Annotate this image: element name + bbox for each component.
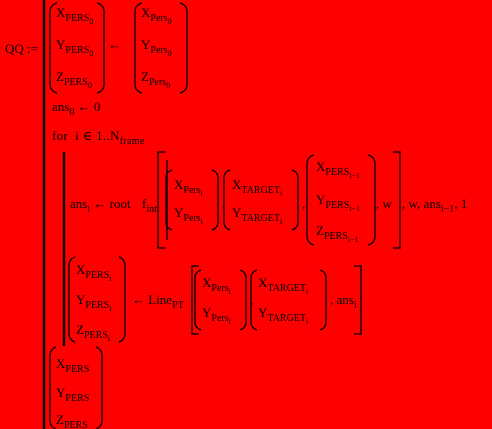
assign-arrow-1: ← bbox=[108, 37, 121, 52]
paren-left-im1 bbox=[306, 154, 315, 246]
y-pers-i: YPERSi bbox=[76, 292, 112, 313]
ans-i: ansi ← root bbox=[70, 196, 131, 215]
y-target-i-2: YTARGETi bbox=[258, 305, 309, 326]
z-pers-im1: ZPERSi−1 bbox=[316, 223, 359, 244]
x-target-i-2: XTARGETi bbox=[258, 275, 309, 296]
y-persl-i-2: YPersi bbox=[202, 305, 231, 326]
z-pers-0: ZPERS0 bbox=[56, 69, 92, 90]
args-tail-inner: , w bbox=[376, 196, 392, 211]
f-int: fint bbox=[142, 196, 157, 215]
y-pers-0: YPERS0 bbox=[56, 37, 94, 58]
paren-right-pers-i bbox=[118, 256, 126, 343]
ans-i-arg: , ansi bbox=[330, 292, 357, 311]
x-pers-i: XPERSi bbox=[76, 262, 112, 283]
y-persl-i: YPersi bbox=[174, 205, 203, 226]
paren-right-line-1 bbox=[239, 269, 247, 331]
comma-3: , bbox=[250, 292, 254, 307]
args-tail-outer: , w, ansi−1, 1 bbox=[402, 196, 468, 215]
paren-right-v1 bbox=[96, 2, 105, 94]
paren-right-line-2 bbox=[319, 269, 327, 331]
x-persl-0: XPers0 bbox=[141, 5, 172, 26]
qq-label: QQ := bbox=[5, 41, 38, 56]
paren-left-fint-1 bbox=[165, 169, 173, 231]
x-pers-im1: XPERSi−1 bbox=[316, 159, 361, 180]
comma-1: , bbox=[222, 196, 226, 211]
x-persl-i: XPersi bbox=[174, 177, 203, 198]
for-header: for i ∈ 1..Nframe bbox=[52, 128, 145, 147]
paren-right-result bbox=[95, 346, 103, 429]
paren-right-fint-2 bbox=[291, 169, 299, 231]
ans-init: ans0 ← 0 bbox=[52, 99, 101, 118]
y-pers-im1: YPERSi−1 bbox=[316, 192, 361, 213]
z-persl-0: ZPers0 bbox=[141, 69, 171, 90]
y-target-i: YTARGETi bbox=[232, 205, 283, 226]
bracket-right-root bbox=[393, 151, 401, 249]
y-persl-0: YPers0 bbox=[141, 37, 172, 58]
paren-left-pers-i bbox=[68, 256, 76, 343]
paren-right-fint-1 bbox=[211, 169, 219, 231]
paren-left-line-1 bbox=[194, 269, 202, 331]
x-target-i: XTARGETi bbox=[232, 177, 283, 198]
assign-arrow-line: ← LinePT bbox=[132, 292, 184, 311]
bracket-left-root bbox=[157, 151, 165, 249]
y-pers-result: YPERS bbox=[56, 385, 90, 404]
z-pers-i: ZPERSi bbox=[76, 322, 111, 343]
bracket-left-line bbox=[191, 265, 199, 335]
x-pers-0: XPERS0 bbox=[56, 5, 94, 26]
z-pers-result: ZPERS bbox=[56, 412, 88, 429]
comma-2: , bbox=[302, 196, 306, 211]
paren-right-v2 bbox=[179, 2, 188, 94]
x-persl-i-2: XPersi bbox=[202, 275, 231, 296]
x-pers-result: XPERS bbox=[56, 356, 90, 375]
paren-right-im1 bbox=[367, 154, 376, 246]
